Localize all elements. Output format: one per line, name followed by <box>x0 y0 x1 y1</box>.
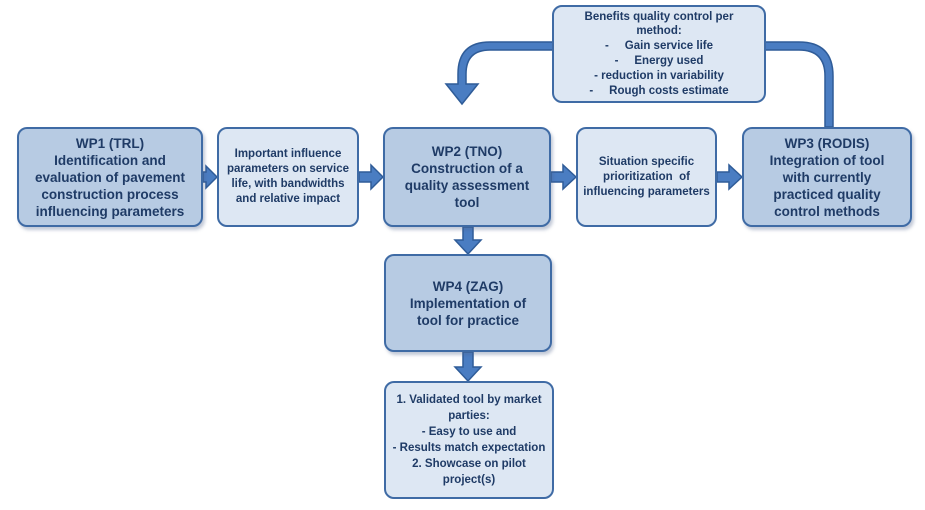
wp1-line: evaluation of pavement <box>34 169 186 185</box>
arrow-prioritization-to-wp3 <box>716 163 744 191</box>
benefits-line: - Gain service life <box>604 40 714 53</box>
validation-line: - Results match expectation <box>392 442 546 454</box>
arrow-wp3-to-wp2 <box>444 41 834 128</box>
validation-line: parties: <box>448 410 490 422</box>
influence-line: and relative impact <box>235 193 341 205</box>
wp4-line: Implementation of <box>409 295 527 311</box>
arrow-wp2-to-prioritization <box>550 163 578 191</box>
wp4-box: WP4 (ZAG) Implementation of tool for pra… <box>384 254 552 352</box>
wp1-title: WP1 (TRL) <box>75 135 145 151</box>
benefits-note: Benefits quality control per method: - G… <box>552 5 766 103</box>
benefits-line: - Rough costs estimate <box>589 84 729 97</box>
validation-line: 1. Validated tool by market <box>396 394 542 406</box>
wp2-box: WP2 (TNO) Construction of a quality asse… <box>383 127 551 227</box>
validation-note: 1. Validated tool by market parties: - E… <box>384 381 554 499</box>
benefits-line: - reduction in variability <box>594 69 724 82</box>
arrow-influence-to-wp2 <box>358 163 385 191</box>
arrow-wp1-to-influence <box>202 164 219 190</box>
wp3-box: WP3 (RODIS) Integration of tool with cur… <box>742 127 912 227</box>
wp1-box: WP1 (TRL) Identification and evaluation … <box>17 127 203 227</box>
wp3-line: control methods <box>774 203 880 219</box>
wp1-line: Identification and <box>54 152 166 168</box>
wp3-title: WP3 (RODIS) <box>784 135 870 151</box>
prioritization-line: Situation specific <box>598 155 695 168</box>
benefits-line: Benefits quality control per <box>584 10 734 23</box>
wp2-line: quality assessment <box>404 178 530 193</box>
validation-line: project(s) <box>442 474 496 486</box>
validation-line: - Easy to use and <box>421 426 517 438</box>
arrow-wp2-to-wp4 <box>453 226 483 256</box>
influence-line: life, with bandwidths <box>231 178 345 190</box>
validation-line: 2. Showcase on pilot <box>412 458 526 470</box>
wp1-line: construction process <box>41 186 179 202</box>
benefits-line: - Energy used <box>614 55 704 67</box>
influence-line: parameters on service <box>226 163 350 175</box>
prioritization-line: influencing parameters <box>583 185 710 198</box>
wp4-title: WP4 (ZAG) <box>432 278 504 294</box>
prioritization-note: Situation specific prioritization of inf… <box>576 127 717 227</box>
wp3-line: Integration of tool <box>769 152 885 168</box>
wp1-line: influencing parameters <box>35 203 185 219</box>
influence-line: Important influence <box>234 148 342 160</box>
wp3-line: practiced quality <box>773 186 881 202</box>
wp2-line: Construction of a <box>411 161 523 176</box>
influence-note: Important influence parameters on servic… <box>217 127 359 227</box>
wp3-line: with currently <box>782 169 872 185</box>
arrow-wp4-to-validation <box>453 351 483 383</box>
wp2-title: WP2 (TNO) <box>431 144 503 159</box>
prioritization-line: prioritization of <box>603 170 690 183</box>
wp4-line: tool for practice <box>416 312 519 328</box>
benefits-line: method: <box>636 25 682 38</box>
wp2-line: tool <box>454 195 480 210</box>
